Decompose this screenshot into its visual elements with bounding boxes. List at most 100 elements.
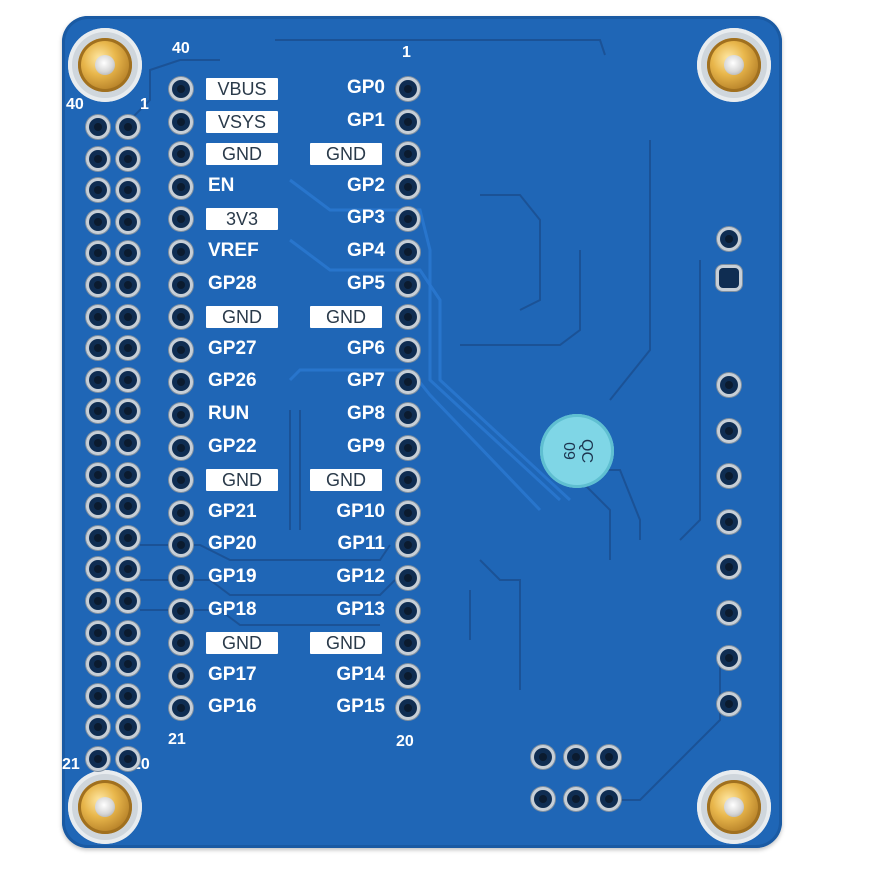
header-pad	[119, 465, 137, 484]
label-gp7: GP7	[346, 370, 385, 392]
pin-pad-left	[172, 275, 190, 294]
label-gp20: GP20	[208, 533, 257, 555]
pin-pad-right	[399, 601, 417, 620]
header-pad	[89, 592, 107, 610]
pin-pad-left	[172, 438, 190, 457]
header-pad	[119, 118, 137, 136]
label-gp12: GP12	[336, 566, 385, 587]
pin-number-40-top: 40	[172, 40, 190, 57]
label-gp5: GP5	[346, 272, 385, 294]
header-pad	[89, 339, 107, 358]
header-pad	[89, 118, 107, 136]
pin-pad-right	[399, 145, 417, 164]
pin-pad-left	[172, 634, 190, 653]
pin-pad-left	[172, 471, 190, 490]
bottom-pad	[600, 790, 618, 808]
header-pad	[119, 244, 137, 263]
right-pad	[720, 558, 738, 576]
header-pad	[119, 276, 137, 294]
label-run: RUN	[208, 403, 250, 424]
label-vref: VREF	[208, 240, 259, 261]
brass-standoff-top-left	[78, 38, 132, 92]
label-gp14: GP14	[336, 663, 385, 685]
label-gp2: GP2	[346, 174, 385, 196]
bottom-pad	[534, 748, 552, 766]
header-pad	[119, 149, 137, 168]
header-pad	[89, 655, 107, 674]
header-pad	[89, 149, 107, 168]
header-pad	[119, 655, 137, 674]
pin-pad-right	[399, 373, 417, 392]
label-gnd: GND	[206, 632, 278, 655]
pin-pad-left	[172, 666, 190, 685]
header-pad	[119, 181, 137, 200]
header-pad	[89, 686, 107, 705]
right-pad	[720, 694, 738, 713]
header-pad	[89, 750, 107, 768]
pin-pad-right	[399, 308, 417, 327]
label-gp22: GP22	[208, 435, 257, 457]
pin-pad-left	[172, 406, 190, 424]
right-pad	[720, 649, 738, 667]
pin-number-1-top: 1	[402, 44, 411, 61]
pin-pad-left	[172, 308, 190, 327]
label-gp17: GP17	[208, 663, 257, 685]
pin-pad-right	[399, 503, 417, 522]
header-pad	[89, 528, 107, 547]
label-gp6: GP6	[346, 337, 385, 359]
qc-line-1: QC	[578, 439, 595, 463]
pin-pad-left	[172, 340, 190, 359]
pin-pad-right	[399, 699, 417, 718]
label-gp9: GP9	[346, 435, 385, 457]
pin-number-40-left: 40	[66, 96, 84, 113]
label-gp21: GP21	[208, 500, 257, 522]
pin-pad-left	[172, 80, 190, 98]
pin-pad-left	[172, 210, 190, 229]
brass-standoff-bottom-right	[707, 780, 761, 834]
pin-pad-right	[399, 666, 417, 685]
pin-pad-left	[172, 373, 190, 392]
label-gnd: GND	[310, 469, 382, 492]
pin-pad-right	[399, 177, 417, 196]
label-3v3: 3V3	[206, 208, 278, 231]
label-gp4: GP4	[346, 240, 385, 261]
label-gp10: GP10	[336, 500, 385, 522]
label-gp3: GP3	[346, 207, 385, 229]
bottom-pad	[600, 748, 618, 766]
header-pad	[119, 307, 137, 326]
bottom-pad	[567, 748, 585, 766]
header-pad	[89, 560, 107, 579]
header-pad	[89, 370, 107, 389]
label-gnd: GND	[206, 143, 278, 166]
right-square-pad	[719, 268, 739, 288]
pin-pad-left	[172, 699, 190, 718]
pin-pad-right	[399, 569, 417, 587]
brass-standoff-top-right	[707, 38, 761, 92]
header-pad	[89, 402, 107, 421]
pin-pad-left	[172, 536, 190, 555]
pin-pad-left	[172, 145, 190, 164]
bottom-pad	[534, 790, 552, 808]
header-pad	[119, 528, 137, 547]
header-pad	[89, 181, 107, 200]
header-pad	[119, 592, 137, 610]
label-gp27: GP27	[208, 337, 257, 359]
pin-pad-right	[399, 340, 417, 359]
header-pad	[89, 276, 107, 294]
label-gnd: GND	[206, 306, 278, 329]
qc-sticker: QC 09	[540, 414, 614, 488]
header-pad	[89, 465, 107, 484]
label-vsys: VSYS	[206, 110, 278, 133]
header-pad	[89, 623, 107, 642]
pin-pad-right	[399, 634, 417, 653]
pin-pad-right	[399, 275, 417, 294]
label-gp28: GP28	[208, 272, 257, 294]
label-gp1: GP1	[346, 109, 385, 131]
pin-number-1-left: 1	[140, 96, 149, 113]
qc-line-2: 09	[560, 442, 577, 460]
pin-pad-left	[172, 243, 190, 261]
pin-number-21-corner: 21	[62, 756, 80, 773]
pin-pad-right	[399, 438, 417, 457]
label-gp18: GP18	[208, 598, 257, 620]
